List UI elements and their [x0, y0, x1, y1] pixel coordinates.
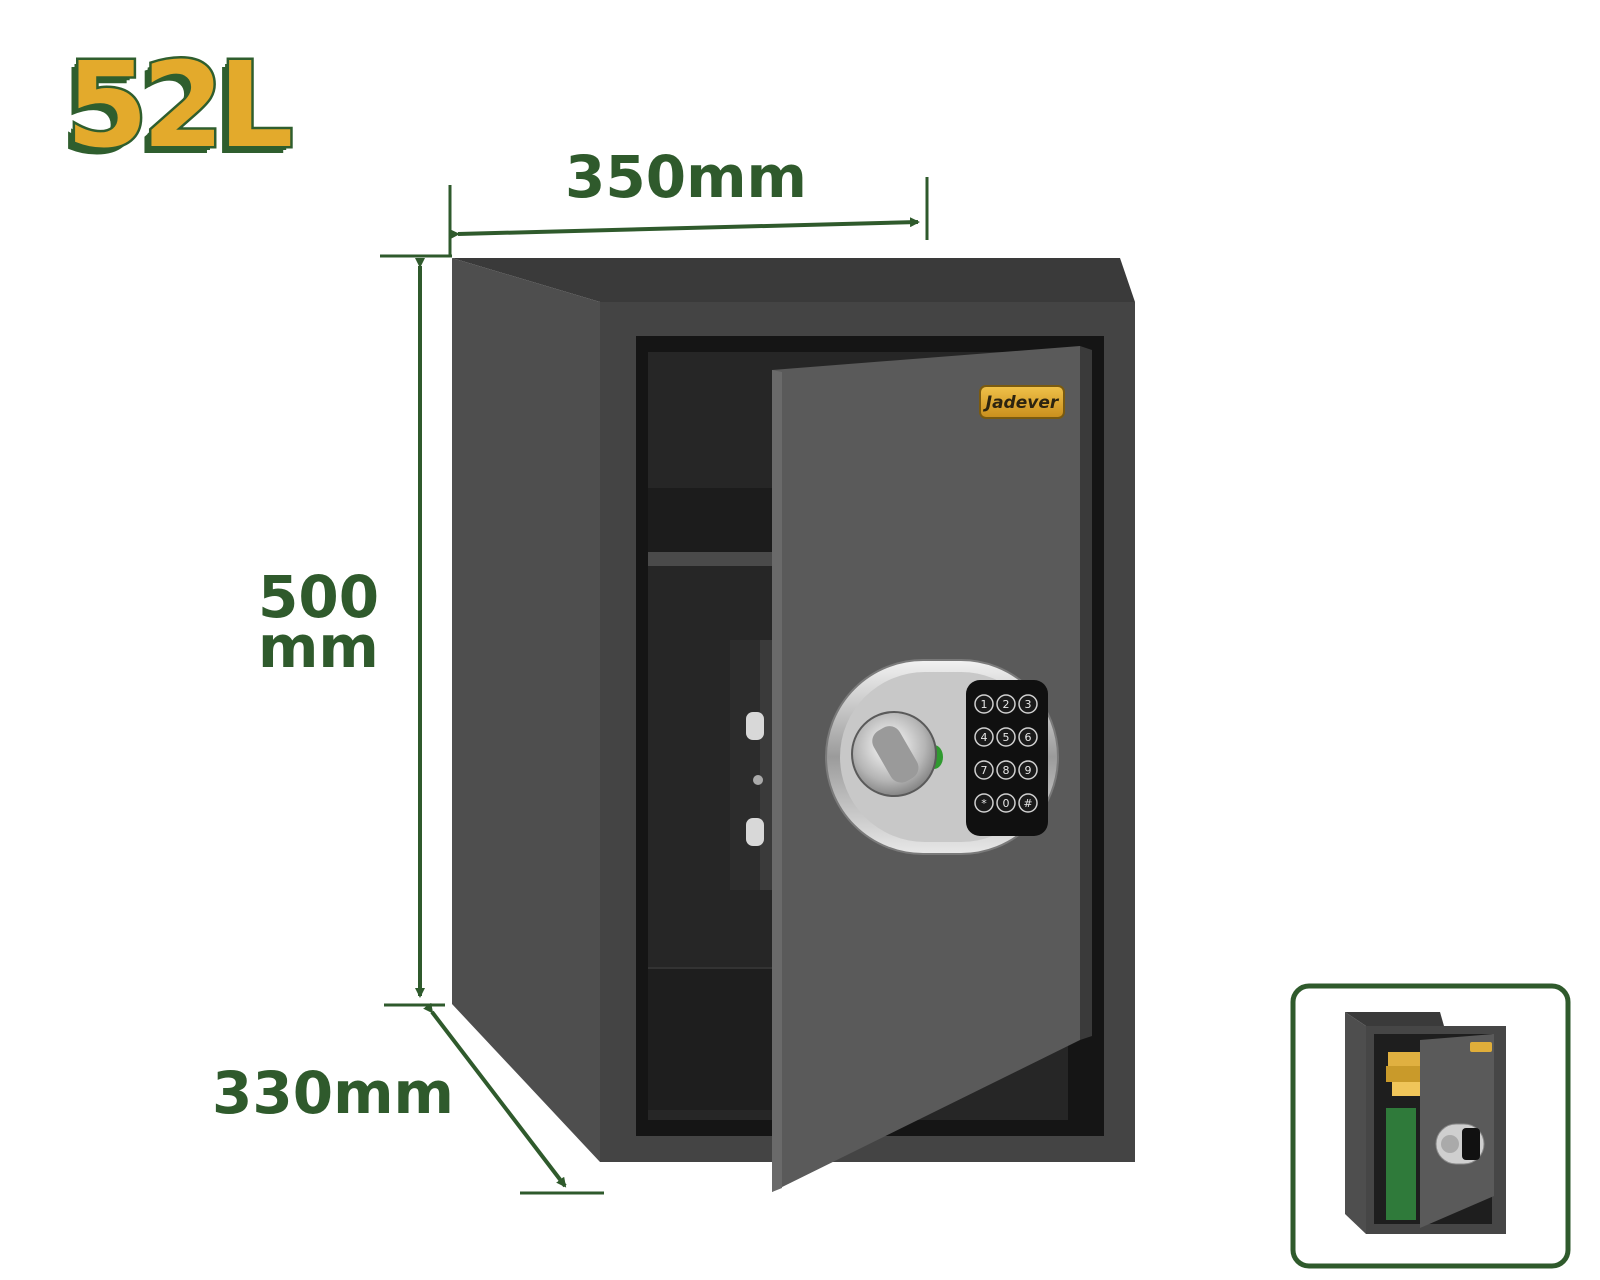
- keypad-key-label: 9: [1025, 764, 1032, 777]
- keypad-key-star[interactable]: *: [974, 793, 994, 813]
- keypad-key-8[interactable]: 8: [996, 760, 1016, 780]
- keypad-key-0[interactable]: 0: [996, 793, 1016, 813]
- keypad: 1 2 3 4 5 6 7 8 9 * 0 #: [974, 694, 1038, 813]
- depth-dimension-line: [423, 1002, 604, 1195]
- brand-badge: Jadever: [979, 385, 1065, 419]
- keypad-key-1[interactable]: 1: [974, 694, 994, 714]
- depth-dimension-label: 330mm: [212, 1059, 454, 1127]
- keypad-key-4[interactable]: 4: [974, 727, 994, 747]
- keypad-key-2[interactable]: 2: [996, 694, 1016, 714]
- keypad-key-label: *: [981, 797, 987, 810]
- width-dimension-line: [448, 177, 929, 255]
- width-dimension-label: 350mm: [565, 143, 807, 211]
- keypad-key-3[interactable]: 3: [1018, 694, 1038, 714]
- keypad-key-label: 3: [1025, 698, 1032, 711]
- capacity-badge: 52L: [63, 36, 295, 174]
- keypad-key-label: 4: [981, 731, 988, 744]
- keypad-key-label: 1: [981, 698, 988, 711]
- brand-name: Jadever: [983, 393, 1060, 413]
- height-value: 500: [258, 563, 380, 631]
- keypad-key-label: 6: [1025, 731, 1032, 744]
- height-dimension-line: [380, 254, 452, 1007]
- keypad-key-hash[interactable]: #: [1018, 793, 1038, 813]
- keypad-key-label: 8: [1003, 764, 1010, 777]
- keypad-key-label: 5: [1003, 731, 1010, 744]
- keypad-key-5[interactable]: 5: [996, 727, 1016, 747]
- keypad-key-label: 7: [981, 764, 988, 777]
- keypad-key-label: 0: [1003, 797, 1010, 810]
- keypad-key-label: #: [1023, 797, 1032, 810]
- keypad-key-7[interactable]: 7: [974, 760, 994, 780]
- height-dimension-label: 500 mm: [258, 568, 379, 676]
- keypad-key-9[interactable]: 9: [1018, 760, 1038, 780]
- keypad-key-6[interactable]: 6: [1018, 727, 1038, 747]
- height-unit: mm: [258, 613, 379, 681]
- keypad-key-label: 2: [1003, 698, 1010, 711]
- inset-thumbnail: [1290, 983, 1571, 1269]
- lock-knob[interactable]: [851, 711, 937, 797]
